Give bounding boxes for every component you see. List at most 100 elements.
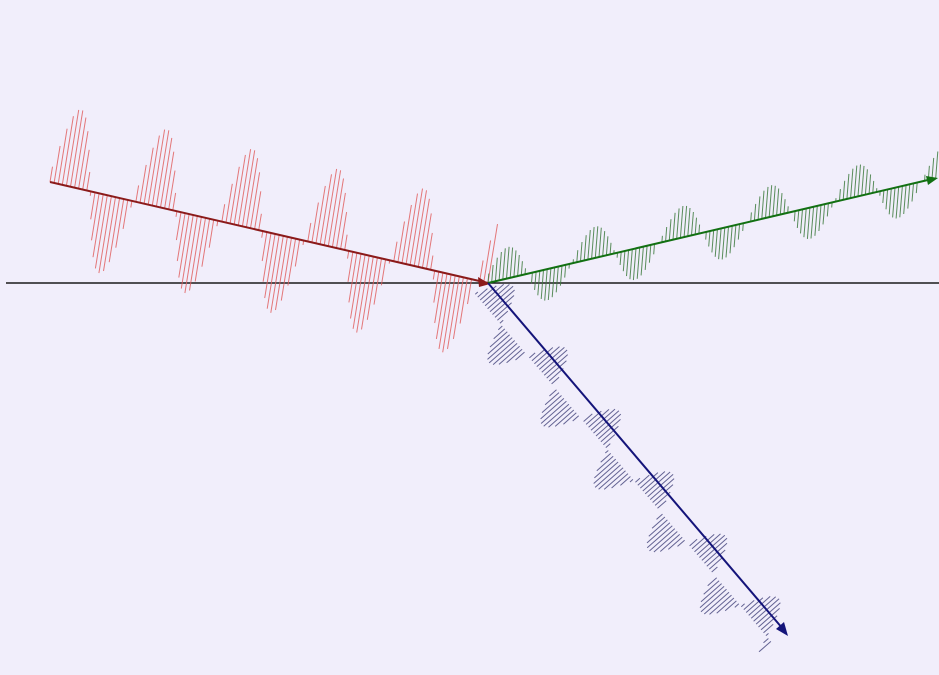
incident-field-stroke [172, 192, 177, 211]
reflected-field-stroke [793, 210, 796, 222]
incident-field-stroke [327, 170, 342, 247]
incident-field-stroke [91, 193, 100, 241]
incident-field-stroke [380, 259, 387, 286]
incident-field-stroke [184, 215, 198, 294]
transmitted-field-stroke [474, 291, 479, 295]
reflected-field-stroke [725, 226, 729, 258]
reflected-field-stroke [544, 269, 548, 301]
transmitted-field-stroke [703, 591, 730, 615]
reflected-field-stroke [839, 189, 841, 201]
incident-field-hatching [49, 109, 498, 353]
incident-field-stroke [409, 188, 423, 266]
reflected-field-stroke [931, 157, 935, 179]
incident-field-stroke [430, 255, 434, 270]
transmitted-field-stroke [611, 473, 629, 489]
reflected-field-stroke [779, 193, 783, 215]
reflected-field-stroke [708, 230, 711, 247]
incident-field-stroke [350, 253, 362, 319]
incident-field-stroke [315, 185, 326, 244]
reflected-field-stroke [818, 204, 822, 232]
transmitted-field-stroke [689, 538, 698, 547]
transmitted-field-stroke [703, 580, 720, 595]
incident-field-stroke [178, 214, 190, 278]
transmitted-field-stroke [477, 288, 488, 298]
reflected-field-stroke [487, 273, 490, 284]
incident-field-stroke [347, 250, 350, 259]
transmitted-field-stroke [543, 403, 570, 427]
reflected-field-stroke [555, 266, 559, 293]
transmitted-field-stroke [536, 346, 560, 367]
incident-field-stroke [347, 251, 354, 282]
reflected-field-stroke [842, 180, 846, 200]
transmitted-field-stroke [603, 470, 626, 490]
incident-field-stroke [405, 193, 418, 265]
reflected-field-stroke [619, 251, 622, 266]
transmitted-field-stroke [743, 600, 755, 610]
transmitted-field-stroke [620, 476, 631, 486]
transmitted-field-stroke [646, 522, 671, 544]
reflected-field-stroke [622, 250, 626, 272]
reflected-field-stroke [753, 203, 757, 221]
reflected-field-stroke [502, 248, 506, 280]
reflected-field-stroke [915, 182, 918, 194]
incident-field-stroke [237, 149, 252, 226]
incident-field-stroke [352, 254, 366, 329]
reflected-field-stroke [892, 187, 896, 218]
transmitted-field-stroke [708, 557, 723, 570]
reflected-field-stroke [632, 248, 637, 281]
transmitted-field-stroke [699, 586, 725, 608]
transmitted-field-stroke [487, 337, 513, 360]
transmitted-field-stroke [531, 349, 545, 362]
transmitted-field-stroke [755, 602, 781, 625]
incident-field-stroke [356, 255, 370, 333]
reflected-field-stroke [721, 227, 726, 260]
reflected-field-stroke [826, 203, 829, 217]
incident-field-stroke [108, 197, 121, 263]
incident-field-stroke [417, 198, 430, 267]
incident-field-stroke [254, 191, 262, 230]
transmitted-field-stroke [677, 539, 685, 547]
transmitted-field-stroke [657, 500, 667, 509]
incident-field-stroke [266, 234, 280, 309]
transmitted-field-stroke [493, 328, 506, 340]
incident-field-stroke [397, 221, 405, 263]
incident-field-stroke [311, 202, 319, 243]
reflected-field-stroke [672, 212, 676, 240]
incident-arrowhead [478, 277, 490, 287]
reflected-field-stroke [683, 205, 688, 238]
transmitted-field-stroke [700, 588, 727, 613]
transmitted-field-stroke [563, 412, 577, 425]
reflected-field-stroke [768, 185, 773, 218]
incident-field-stroke [421, 213, 432, 268]
reflected-field-stroke [594, 226, 599, 258]
transmitted-field-stroke [605, 443, 611, 448]
reflected-field-stroke [653, 243, 655, 255]
transmitted-field-stroke [499, 319, 504, 324]
transmitted-field-stroke [497, 310, 509, 321]
transmitted-arrowhead [776, 622, 788, 636]
incident-field-stroke [221, 204, 226, 222]
incident-field-stroke [435, 273, 448, 339]
reflected-field-stroke [694, 217, 697, 235]
incident-field-stroke [258, 213, 262, 231]
transmitted-field-stroke [588, 409, 610, 428]
reflected-field-stroke [772, 185, 776, 217]
incident-field-stroke [139, 164, 147, 203]
reflected-field-stroke [687, 207, 691, 237]
reflected-field-stroke [814, 205, 818, 236]
incident-ray [49, 181, 489, 284]
reflected-field-stroke [796, 210, 800, 229]
transmitted-field-stroke [646, 525, 673, 549]
transmitted-field-stroke [603, 434, 616, 446]
incident-field-stroke [275, 236, 288, 311]
reflected-field-stroke [602, 231, 606, 257]
transmitted-field-stroke [734, 603, 740, 608]
transmitted-field-stroke [594, 458, 617, 479]
reflected-field-stroke [750, 212, 752, 222]
transmitted-field-stroke [748, 596, 771, 616]
reflected-field-stroke [885, 189, 889, 210]
transmitted-field-stroke [596, 455, 614, 472]
transmitted-field-stroke [637, 474, 650, 486]
transmitted-field-stroke [740, 603, 745, 608]
